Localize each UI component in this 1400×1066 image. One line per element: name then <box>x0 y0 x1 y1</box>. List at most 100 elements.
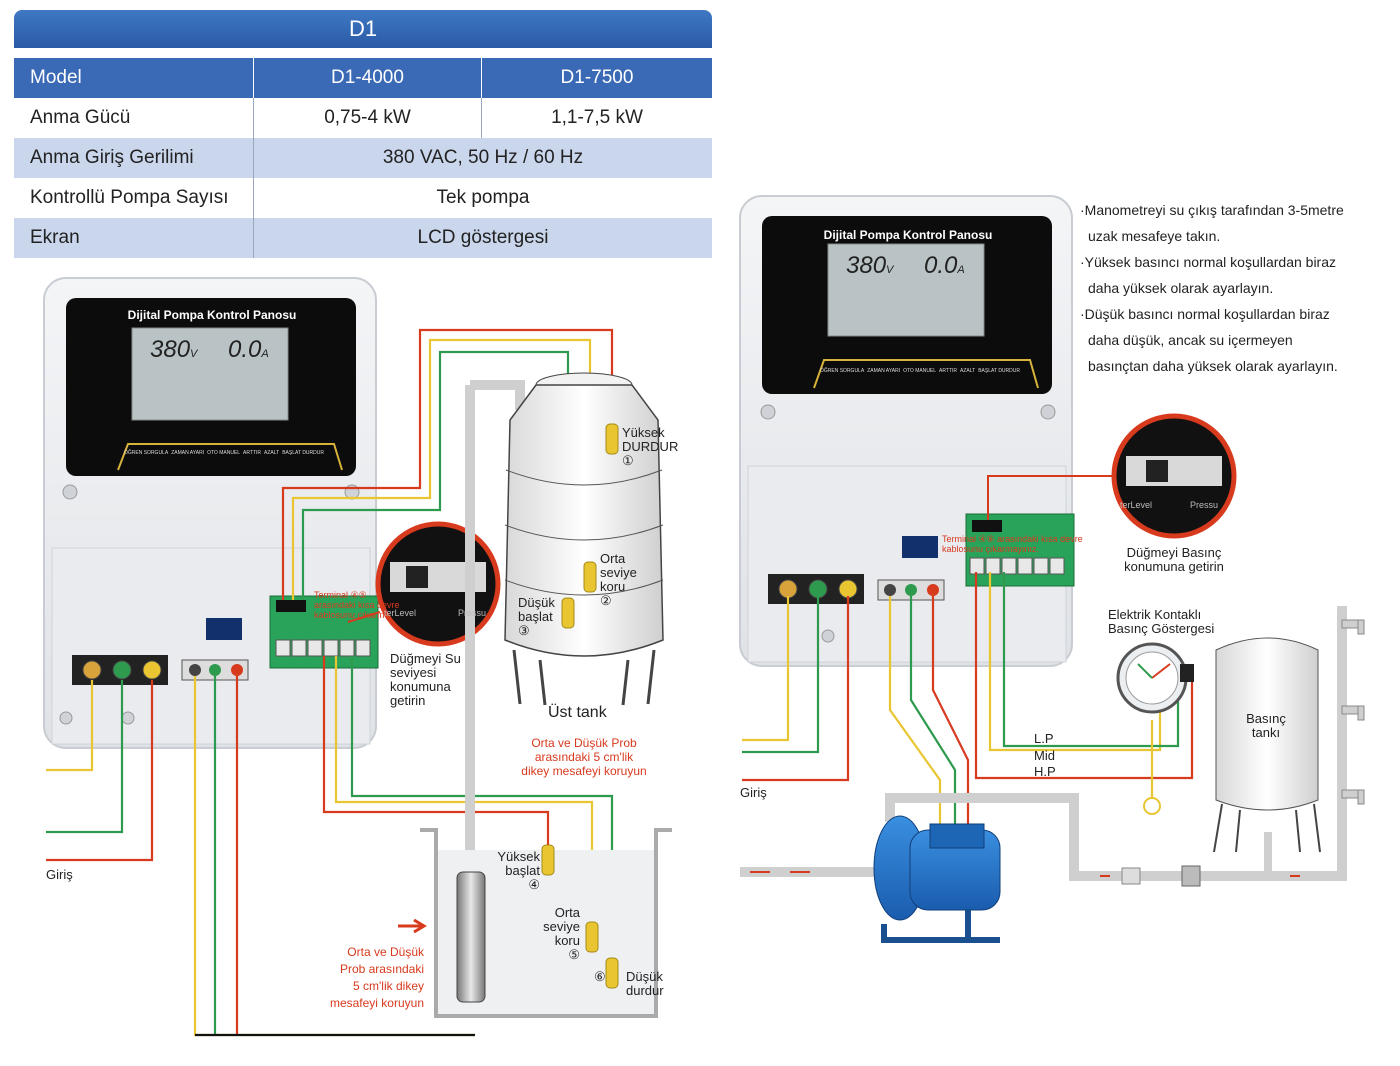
right-current-value: 0.0 <box>924 252 958 279</box>
left-voltage-unit: V <box>190 348 198 360</box>
button-learn[interactable]: ÖĞREN SORGULA <box>820 368 865 374</box>
table-row: Kontrollü Pompa Sayısı Tek pompa <box>14 178 712 218</box>
row-label: Anma Giriş Gerilimi <box>14 138 254 178</box>
installation-notes: ·Manometreyi su çıkış tarafından 3-5metr… <box>1080 197 1380 379</box>
table-row: Anma Giriş Gerilimi 380 VAC, 50 Hz / 60 … <box>14 138 712 178</box>
centrifugal-pump <box>873 815 1001 943</box>
left-current-unit: A <box>261 348 269 360</box>
right-voltage-value: 380 <box>846 252 887 279</box>
right-switch-label-water: terLevel <box>1120 500 1153 510</box>
note-line: daha yüksek olarak ayarlayın. <box>1088 280 1274 296</box>
button-decrease[interactable]: AZALT <box>264 450 280 456</box>
button-increase[interactable]: ARTTIR <box>939 368 958 374</box>
note-line: basınçtan daha yüksek olarak ayarlayın. <box>1088 358 1338 374</box>
left-input-label: Giriş <box>46 867 73 882</box>
right-panel-title: Dijital Pompa Kontrol Panosu <box>823 228 993 242</box>
left-panel-title: Dijital Pompa Kontrol Panosu <box>127 308 297 322</box>
right-current-unit: A <box>957 264 965 276</box>
header-cell-model: Model <box>14 58 254 98</box>
row-value: Tek pompa <box>436 187 530 208</box>
right-pipes <box>740 606 1347 887</box>
probe-text: DURDUR <box>622 439 679 454</box>
pressure-tank <box>1213 637 1321 853</box>
button-auto[interactable]: OTO MANUEL <box>903 368 937 374</box>
wire-label-mid: Mid <box>1034 748 1055 763</box>
note-line: Prob arasındaki <box>339 962 424 976</box>
right-control-panel <box>739 195 1075 667</box>
probe-number: ③ <box>518 623 530 638</box>
right-switch-note: Düğmeyi Basınç konumuna getirin <box>1124 545 1224 574</box>
probe-text: Düşük <box>626 969 663 984</box>
probe-text: seviye <box>543 919 580 934</box>
button-time[interactable]: ZAMAN AYARI <box>171 450 205 456</box>
button-start-stop[interactable]: BAŞLAT DURDUR <box>978 368 1020 374</box>
probe-text: Orta <box>554 905 580 920</box>
upper-tank-label: Üst tank <box>548 704 607 721</box>
left-switch-note: Düğmeyi Su seviyesi konumuna getirin <box>390 651 461 708</box>
left-terminal-note: Terminal ④⑤ arasındaki kısa devre kablos… <box>314 590 400 620</box>
note-line: daha düşük, ancak su içermeyen <box>1088 332 1293 348</box>
left-current-readout: 0.0A <box>228 336 269 364</box>
probe-text: başlat <box>505 863 540 878</box>
row-value: LCD göstergesi <box>417 227 549 248</box>
table-row: Anma Gücü 0,75-4 kW 1,1-7,5 kW <box>14 98 712 138</box>
right-current-readout: 0.0A <box>924 252 965 280</box>
right-switch-zoom <box>987 413 1237 539</box>
row-label: Ekran <box>14 218 254 258</box>
pressure-gauge <box>1116 642 1194 815</box>
note-line: Orta ve Düşük <box>347 945 424 959</box>
probe-text: durdur <box>626 983 664 998</box>
left-switch-label-water: terLevel <box>384 608 417 618</box>
note-line: ·Yüksek basıncı normal koşullardan biraz <box>1080 254 1337 270</box>
button-increase[interactable]: ARTTIR <box>243 450 262 456</box>
probe-text: koru <box>554 933 580 948</box>
spec-table-title: D1 <box>14 10 712 48</box>
right-input-label: Giriş <box>740 785 767 800</box>
button-decrease[interactable]: AZALT <box>960 368 976 374</box>
left-switch-label-pressure: Pressu <box>458 608 487 618</box>
button-auto[interactable]: OTO MANUEL <box>207 450 241 456</box>
note-line: uzak mesafeye takın. <box>1088 228 1221 244</box>
note-line: ·Manometreyi su çıkış tarafından 3-5metr… <box>1080 202 1344 218</box>
wire-label-hp: H.P <box>1034 764 1056 779</box>
gauge-label: Elektrik Kontaklı Basınç Göstergesi <box>1108 607 1215 636</box>
button-time[interactable]: ZAMAN AYARI <box>867 368 901 374</box>
right-panel-buttons: ÖĞREN SORGULA ZAMAN AYARI OTO MANUEL ART… <box>820 368 1020 374</box>
wire-label-lp: L.P <box>1034 731 1054 746</box>
note-line: 5 cm'lik dikey <box>353 979 424 993</box>
left-panel-buttons: ÖĞREN SORGULA ZAMAN AYARI OTO MANUEL ART… <box>124 450 324 456</box>
right-switch-label-pressure: Pressu <box>1190 500 1219 510</box>
row-value: 1,1-7,5 kW <box>551 107 643 128</box>
probe-number: ⑤ <box>568 947 580 962</box>
note-line: ·Düşük basıncı normal koşullardan biraz <box>1080 306 1330 322</box>
left-control-panel <box>43 277 379 749</box>
probe-text: Orta <box>600 551 626 566</box>
upper-tank <box>465 372 664 1000</box>
button-learn[interactable]: ÖĞREN SORGULA <box>124 450 169 456</box>
probe-number: ⑥ <box>594 969 606 984</box>
note-line: arasındaki 5 cm'lik <box>534 750 634 764</box>
probe-text: Yüksek <box>497 849 540 864</box>
table-header-row: Model D1-4000 D1-7500 <box>14 58 712 98</box>
probe-text: başlat <box>518 609 553 624</box>
faucets <box>1341 619 1365 805</box>
right-voltage-unit: V <box>886 264 894 276</box>
header-cell-d1-7500: D1-7500 <box>560 67 634 88</box>
left-voltage-value: 380 <box>150 336 191 363</box>
probe-number: ② <box>600 593 612 608</box>
probe-text: seviye <box>600 565 637 580</box>
probe-text: Düşük <box>518 595 555 610</box>
probe-text: koru <box>600 579 626 594</box>
button-start-stop[interactable]: BAŞLAT DURDUR <box>282 450 324 456</box>
probe-number: ① <box>622 453 634 468</box>
left-voltage-readout: 380V <box>150 336 197 364</box>
header-cell-d1-4000: D1-4000 <box>254 58 482 98</box>
row-value: 380 VAC, 50 Hz / 60 Hz <box>382 147 584 168</box>
